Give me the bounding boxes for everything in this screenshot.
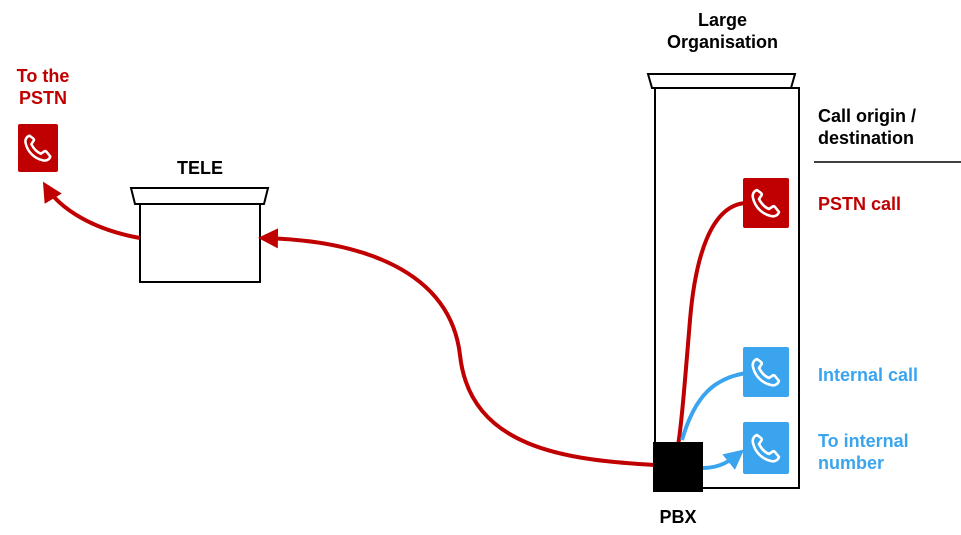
pstn-call-phone-icon [743, 178, 789, 228]
pstn-call-line [676, 201, 747, 447]
to-internal-line [702, 449, 745, 470]
pbx-label: PBX [659, 507, 697, 527]
large-organisation-label: Large Organisation [666, 10, 778, 52]
internal-call-label: Internal call [818, 365, 919, 385]
pstn-phone-icon [18, 124, 58, 172]
tele-label: TELE [176, 158, 223, 178]
to-internal-number-label: To internal number [818, 431, 909, 473]
call-origin-header: Call origin / destination [818, 106, 917, 148]
pbx-to-tele-route [258, 228, 656, 467]
internal-call-line [680, 371, 747, 441]
tele-to-pstn-route [42, 181, 141, 240]
tele-building [129, 187, 270, 283]
pstn-call-label: PSTN call [818, 194, 902, 214]
pbx-box [653, 442, 703, 492]
to-pstn-label: To the PSTN [16, 66, 70, 108]
internal-number-phone-icon [743, 422, 789, 474]
internal-call-phone-icon [743, 347, 789, 397]
